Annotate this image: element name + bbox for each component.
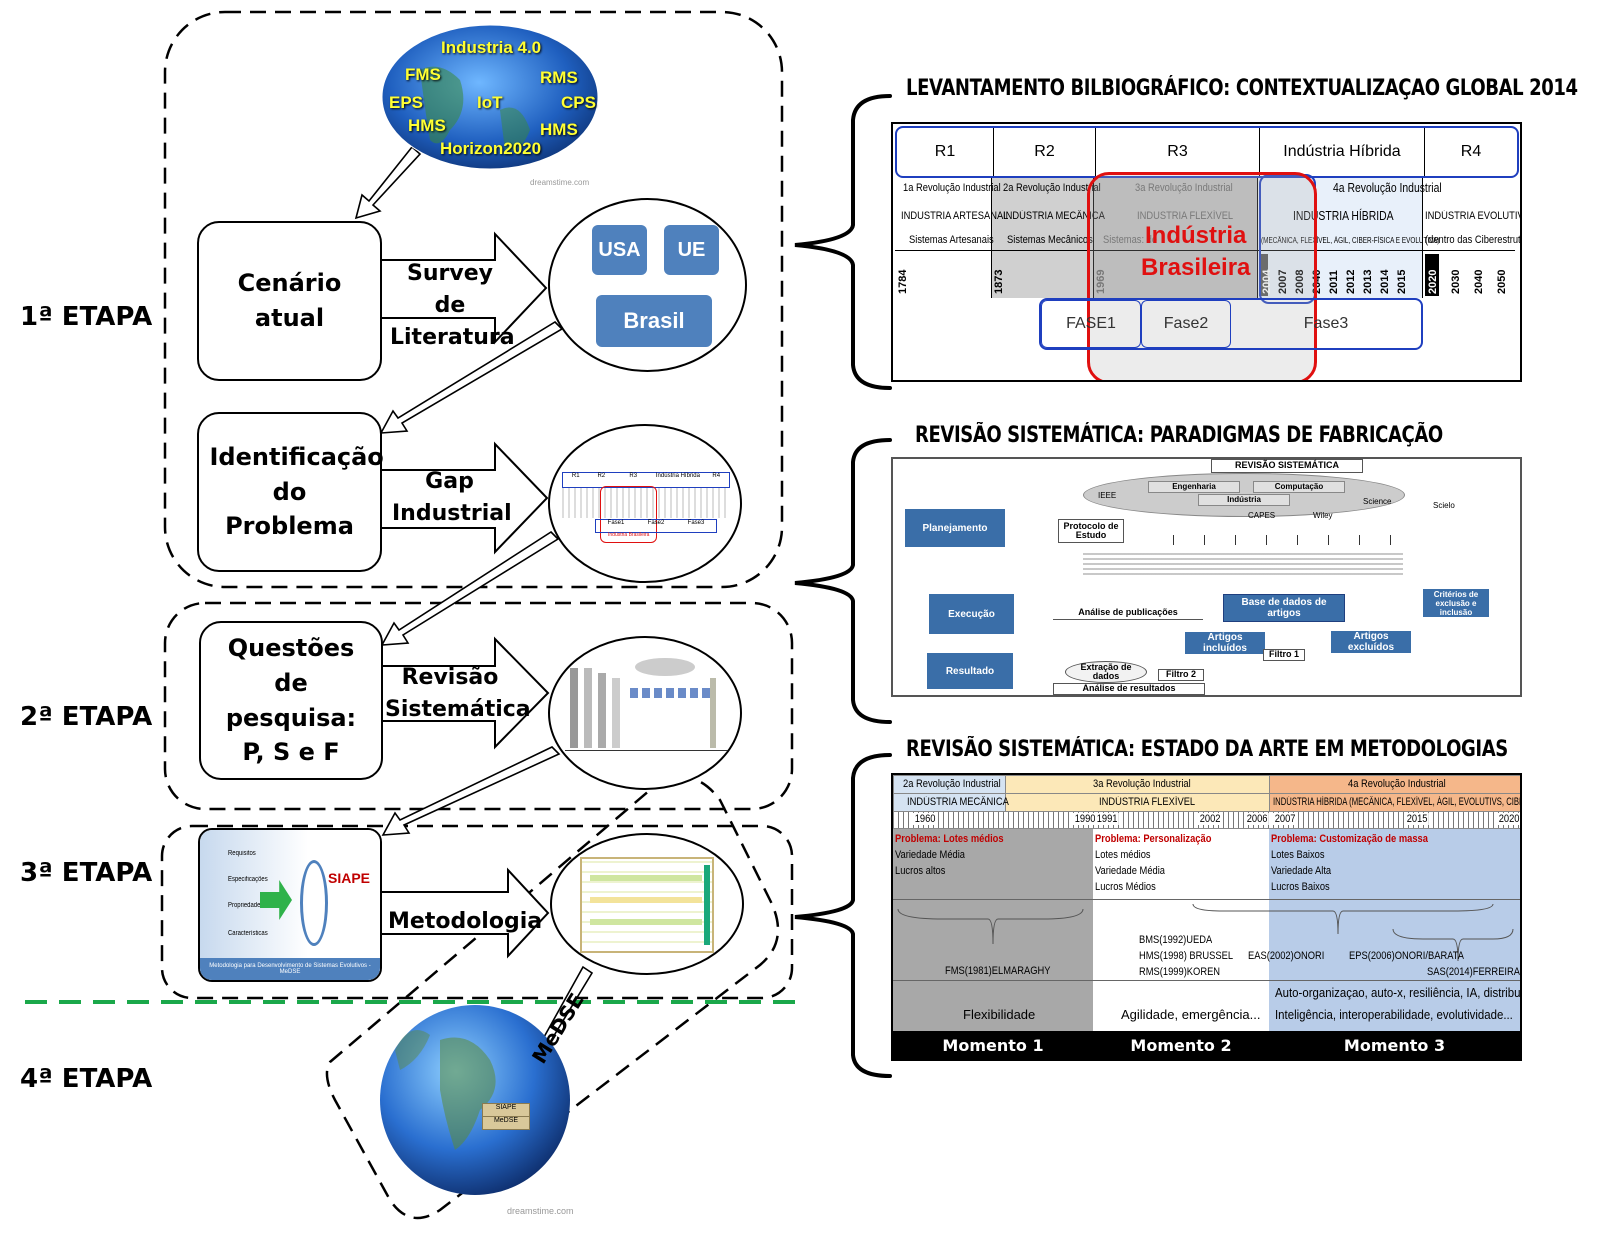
globe-tag-medse: MeDSE: [482, 1116, 530, 1130]
globe-word: Industria 4.0: [441, 38, 542, 57]
watermark: dreamstime.com: [530, 178, 590, 187]
brace-2: [794, 438, 892, 724]
arrow-globe-to-cenario: [354, 145, 422, 220]
arrow-circle1-to-identificacao: [379, 320, 564, 434]
step-execucao: Execução: [929, 594, 1014, 634]
regions-circle: USA UE Brasil: [548, 198, 747, 372]
arrow-metodologia: [377, 867, 550, 959]
gap-label: Gap Industrial: [392, 469, 512, 526]
globe-word: CPS: [561, 93, 596, 112]
industria-brasileira-overlay: [1087, 172, 1317, 380]
identificacao-problema-box: Identificação do Problema: [197, 412, 384, 572]
arrow-survey: [379, 231, 548, 345]
arrow-circle3-to-siape: [381, 746, 561, 836]
metodologia-label: Metodologia: [388, 909, 543, 934]
cenario-atual-box: Cenário atual: [197, 221, 382, 381]
stage-1-label: 1ª ETAPA: [20, 302, 153, 332]
panel-paradigmas: REVISÃO SISTEMÁTICA Engenharia Computaçã…: [891, 457, 1522, 697]
arrow-revisao: [379, 636, 550, 750]
watermark: dreamstime.com: [507, 1206, 574, 1216]
step-resultado: Resultado: [927, 653, 1013, 689]
arrow-circle2-to-questoes: [380, 530, 560, 646]
region-brasil: Brasil: [596, 295, 712, 347]
protocolo-box: Protocolo de Estudo: [1058, 519, 1124, 543]
mini-timeline-circle: R1 R2 R3 Indústria Híbrida R4 Fase1 Fase…: [548, 424, 742, 583]
arrow-gap: [379, 441, 549, 555]
globe-word: HMS: [408, 116, 446, 135]
panel-contextualizacao: R1 R2 R3 Indústria Híbrida R4 1a Revoluç…: [891, 122, 1522, 382]
stage-2-label: 2ª ETAPA: [20, 702, 153, 732]
globe-word: FMS: [405, 65, 441, 84]
questoes-pesquisa-box: Questões de pesquisa: P, S e F: [199, 621, 383, 780]
moment-1: Momento 1: [893, 1031, 1094, 1059]
globe-tag-siape: SIAPE: [482, 1103, 530, 1117]
methodology-mini-circle: [550, 833, 744, 975]
medse-region-outline: [325, 775, 780, 1220]
heading-paradigmas: REVISÃO SISTEMÁTICA: PARADIGMAS DE FABRI…: [915, 423, 1443, 448]
region-usa: USA: [592, 225, 647, 275]
top-globe-land: [420, 66, 464, 144]
stage3-group-outline: [160, 824, 794, 1000]
base-dados-box: Base de dados de artigos: [1223, 594, 1345, 622]
globe-word: RMS: [540, 68, 578, 87]
globe-word: IoT: [477, 93, 503, 112]
brace-1: [794, 94, 892, 390]
filtro2-box: Filtro 2: [1158, 669, 1204, 681]
globe-word: HMS: [540, 120, 578, 139]
moment-2: Momento 2: [1093, 1031, 1270, 1059]
heading-levantamento: LEVANTAMENTO BILBIOGRÁFICO: CONTEXTUALIZ…: [906, 76, 1578, 101]
excluidos-box: Artigos excluídos: [1331, 631, 1411, 653]
revisao-label: Revisão Sistemática: [385, 665, 531, 722]
region-ue: UE: [664, 225, 719, 275]
analise-publicacoes: Análise de publicações: [1053, 607, 1203, 620]
moment-3: Momento 3: [1269, 1031, 1520, 1059]
stage-3-label: 3ª ETAPA: [20, 858, 153, 888]
stage-4-label: 4ª ETAPA: [20, 1064, 153, 1094]
analise-resultados: Análise de resultados: [1053, 683, 1205, 695]
brace-3: [794, 753, 892, 1078]
heading-estado-arte: REVISÃO SISTEMÁTICA: ESTADO DA ARTE EM M…: [906, 737, 1508, 762]
globe-word: EPS: [389, 93, 424, 112]
globe-word: Horizon2020: [440, 139, 542, 158]
siape-medse-card: Requisitos Especificações Propriedades C…: [198, 828, 382, 982]
mini-headers: R1 R2 R3 Indústria Híbrida R4: [562, 472, 730, 488]
extracao-cloud: Extração de dados: [1065, 661, 1147, 683]
review-mini-circle: [548, 636, 742, 790]
incluidos-box: Artigos incluídos: [1185, 632, 1265, 654]
fases-row: FASE1 Fase2 Fase3: [1039, 298, 1423, 350]
step-planejamento: Planejamento: [905, 509, 1005, 547]
survey-label: Survey de Literatura: [390, 261, 515, 350]
panel-estado-arte: 2a Revolução Industrial 3a Revolução Ind…: [891, 773, 1522, 1061]
era-headers: R1 R2 R3 Indústria Híbrida R4: [895, 126, 1519, 178]
filtro1-box: Filtro 1: [1263, 649, 1305, 661]
criterios-box: Critérios de exclusão e inclusão: [1423, 589, 1489, 617]
